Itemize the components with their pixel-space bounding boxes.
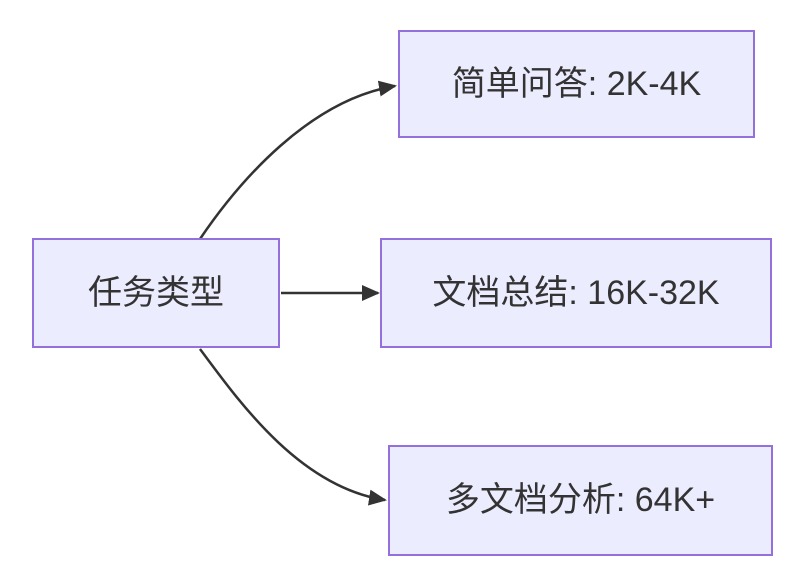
node-simple-qa-label: 简单问答: 2K-4K [451,64,702,103]
node-task-type: 任务类型 [32,238,280,348]
node-simple-qa: 简单问答: 2K-4K [398,30,755,138]
node-doc-summary: 文档总结: 16K-32K [380,238,772,348]
node-task-type-label: 任务类型 [88,273,224,312]
node-multidoc-analysis-label: 多文档分析: 64K+ [445,481,716,520]
edge-root-to-multidoc-analysis [198,348,387,506]
node-multidoc-analysis: 多文档分析: 64K+ [388,445,773,556]
edge-root-to-simple-qa [198,80,397,240]
node-doc-summary-label: 文档总结: 16K-32K [432,273,720,312]
